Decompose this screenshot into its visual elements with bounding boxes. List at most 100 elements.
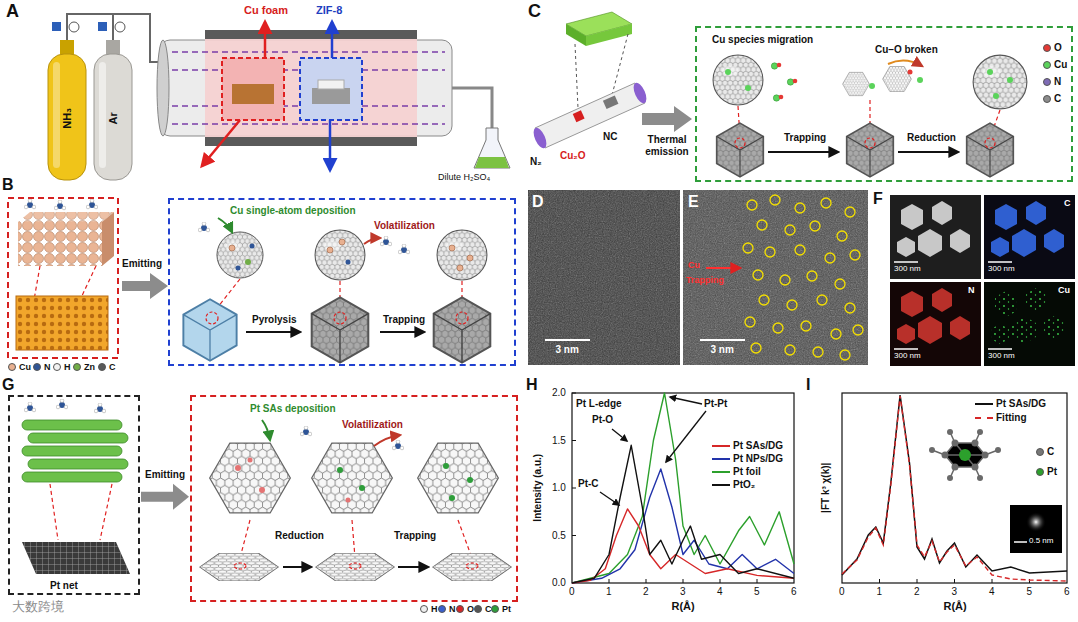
axis-title: Intensity (a.u.) [532, 454, 544, 522]
annotation-label: Cu foam [244, 4, 288, 17]
axis-title: R(Å) [672, 600, 695, 613]
legend-text: N [449, 604, 456, 614]
panel-letter: A [6, 1, 19, 22]
region-text: Cu single-atom deposition [230, 205, 356, 217]
panel-letter: F [873, 190, 883, 208]
panel-letter: D [532, 193, 544, 211]
annotation-label: Trapping [686, 275, 724, 285]
peak-label: Pt-C [578, 478, 599, 490]
legend-line-sample [975, 403, 993, 405]
legend-swatch [1043, 44, 1051, 52]
legend-swatch [1043, 61, 1051, 69]
region-text: Reduction [907, 132, 956, 144]
scale-bar-label: 0.5 nm [1029, 536, 1053, 545]
legend-line-sample [712, 484, 730, 486]
legend-text: O [467, 604, 474, 614]
axis-tick: 6 [791, 586, 797, 598]
panel-letter: C [528, 1, 541, 22]
element-map-label: Cu [1058, 285, 1070, 295]
axis-tick: 1.0 [552, 482, 566, 494]
region-text: Trapping [383, 314, 425, 326]
region-text: Cu species migration [712, 34, 813, 46]
legend-line-sample [712, 471, 730, 473]
gas-name: Ar [107, 112, 120, 124]
scale-bar-label: 3 nm [556, 344, 579, 356]
axis-title: R(Å) [944, 600, 967, 613]
axis-title: |FT k³ χ(k)| [820, 463, 832, 513]
axis-tick: 2 [914, 586, 920, 598]
region-text: Volatilization [342, 419, 403, 431]
region-text: Trapping [784, 132, 826, 144]
annotation-label: Cu [688, 260, 700, 270]
axis-tick: 3 [680, 586, 686, 598]
region-text: Reduction [275, 530, 324, 542]
axis-tick: 1 [606, 586, 612, 598]
legend-text: Pt foil [733, 466, 761, 478]
dashed-region-box: Cu single-atom depositionVolatilizationP… [168, 198, 516, 366]
legend-swatch [53, 363, 61, 371]
axis-tick: 5 [754, 586, 760, 598]
scale-bar-label: 3 nm [711, 344, 734, 356]
legend-text: Fitting [996, 412, 1027, 424]
axis-tick: 0.0 [552, 577, 566, 589]
legend-text: O [1054, 42, 1062, 54]
legend-text: N [44, 362, 51, 372]
block-arrow-connector [141, 484, 189, 510]
gas-name: NH₃ [61, 107, 74, 128]
legend-text: H [431, 604, 438, 614]
connector-label: Emitting [145, 469, 185, 481]
axis-tick: 1 [877, 586, 883, 598]
chart-title: Pt L-edge [576, 398, 622, 410]
peak-label: Pt-Pt [704, 398, 727, 410]
legend-text: Pt [502, 604, 511, 614]
axis-tick: 4 [717, 586, 723, 598]
legend-text: Zn [84, 362, 95, 372]
annotation-label: NC [603, 131, 617, 143]
legend-text: PtO₂ [733, 479, 755, 491]
region-text: Volatilization [374, 220, 435, 232]
axis-tick: 5 [1027, 586, 1033, 598]
legend-swatch [8, 363, 16, 371]
axis-tick: 0.5 [552, 530, 566, 542]
legend-text: H [64, 362, 71, 372]
axis-tick: 2 [643, 586, 649, 598]
element-map-label: C [1064, 198, 1071, 208]
legend-text: Pt NPs/DG [733, 453, 783, 465]
arrow-label: Thermal emission [638, 134, 696, 157]
scale-bar-label: 300 nm [894, 264, 921, 273]
dashed-region-box: Cu species migrationCu–O brokenTrapping R… [695, 26, 1073, 182]
peak-label: Pt-O [592, 414, 613, 426]
scale-bar-label: 300 nm [988, 351, 1015, 360]
legend-swatch [98, 363, 106, 371]
dashed-region-box: Pt SAs depositionVolatilizationReduction… [190, 395, 518, 602]
axis-tick: 3 [952, 586, 958, 598]
panel-letter: E [688, 193, 699, 211]
legend-text: C [1047, 446, 1054, 458]
dashed-region-box: Pt net [8, 395, 140, 595]
panel-letter: G [2, 376, 14, 394]
axis-tick: 4 [989, 586, 995, 598]
legend-swatch [1043, 78, 1051, 86]
legend-swatch [1036, 448, 1044, 456]
region-text: Pt SAs deposition [250, 403, 336, 415]
annotation-label: N₂ [530, 156, 542, 168]
panel-letter: B [2, 176, 14, 194]
legend-swatch [438, 605, 446, 613]
legend-text: C [109, 362, 116, 372]
legend-swatch [474, 605, 482, 613]
legend-swatch [456, 605, 464, 613]
axis-tick: 2.0 [552, 387, 566, 399]
axis-tick: 0 [569, 586, 575, 598]
legend-line-sample [975, 417, 993, 419]
legend-text: C [485, 604, 492, 614]
watermark: 大数跨境 [12, 600, 64, 615]
legend-line-sample [712, 445, 730, 447]
scale-bar-label: 300 nm [894, 351, 921, 360]
legend-text: N [1054, 76, 1061, 88]
region-text: Cu–O broken [875, 44, 938, 56]
region-text: Pyrolysis [252, 314, 296, 326]
element-map-label: N [968, 285, 975, 295]
legend-line-sample [712, 458, 730, 460]
